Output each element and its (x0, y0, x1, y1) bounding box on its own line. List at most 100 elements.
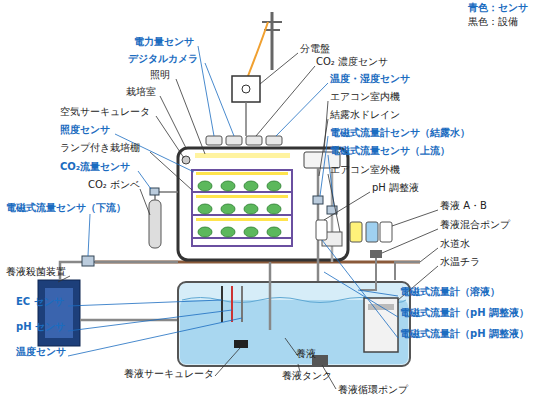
leader-line (392, 210, 438, 226)
plant (221, 181, 235, 191)
equipment-label: 水道水 (440, 238, 470, 250)
equipment-label: 空気サーキュレータ (60, 106, 150, 118)
equipment-label: ランプ付き栽培棚 (60, 142, 140, 154)
shelf-lamp (196, 195, 288, 198)
sensor-label: 電磁式流量計（pH 調整液） (400, 328, 529, 340)
leader-line (328, 174, 340, 232)
equipment-label: エアコン室内機 (330, 91, 400, 103)
temp-probe (241, 286, 243, 322)
sensor-label: EC センサ (16, 296, 64, 308)
leader-line (322, 240, 398, 338)
leader-line (198, 46, 214, 136)
equipment-label: 照明 (150, 69, 170, 81)
equipment-label: 養液 (296, 348, 316, 360)
sensor-unit (266, 136, 282, 145)
leader-line (260, 53, 298, 84)
plant (198, 227, 212, 237)
pole-crossbar (262, 21, 282, 23)
leader-line (320, 136, 328, 196)
circulator (234, 340, 248, 348)
chiller (364, 298, 398, 352)
leader-line (140, 189, 150, 215)
plant (244, 204, 258, 214)
nutrient-bottle (350, 222, 362, 242)
plant (244, 181, 258, 191)
leader-line (156, 116, 184, 158)
sensor-label: 電磁式流量計（溶液） (400, 286, 500, 298)
sensor-label: 電磁式流量計（pH 調整液） (400, 307, 529, 319)
nutrient-bottle (380, 222, 392, 242)
equipment-label: 養液 A・B (440, 200, 487, 212)
sensor-label: 温度センサ (16, 346, 66, 358)
plant (198, 181, 212, 191)
leader-line (276, 83, 328, 136)
plants (198, 181, 281, 237)
leader-line (176, 79, 205, 154)
leader-line (358, 290, 398, 296)
pipe (360, 258, 376, 290)
power-cable (245, 102, 247, 136)
equipment-label: 養液タンク (282, 370, 332, 382)
sensor-label: 温度・湿度センサ (330, 73, 410, 85)
co2-flow-sensor (150, 188, 159, 195)
plant (267, 227, 281, 237)
distribution-board (232, 76, 260, 102)
co2-cylinder (149, 200, 161, 248)
sensor-label: 電力量センサ (134, 36, 194, 48)
flow-sensor (82, 256, 94, 266)
shelf-lamp (196, 172, 288, 175)
shelf-board (192, 191, 292, 193)
sensor-unit (246, 136, 262, 145)
shelf-board (192, 237, 292, 239)
plant (267, 181, 281, 191)
equipment-label: 結露水ドレイン (330, 109, 400, 121)
equipment-label: エアコン室外機 (330, 164, 400, 176)
cultivation-room (178, 148, 348, 260)
sensor-label: 照度センサ (60, 124, 110, 136)
board-meter (242, 85, 250, 93)
leader-line (324, 101, 328, 152)
leader-line (68, 310, 232, 331)
pipe (269, 262, 272, 330)
equipment-label: 養液混合ポンプ (440, 219, 510, 231)
leader-line (68, 300, 222, 306)
equipment-label: 栽培室 (126, 86, 156, 98)
plant (244, 227, 258, 237)
leader-line (68, 318, 242, 356)
shelf-lamp (196, 218, 288, 221)
return-pipe (60, 262, 178, 280)
sensor-label: 電磁式流量センサ（上流） (330, 145, 450, 157)
shelf-board (192, 214, 292, 216)
equipment-label: CO₂ ボンベ (88, 179, 140, 191)
legend-text: 青色：センサ (468, 2, 528, 14)
sensor-unit (206, 136, 222, 145)
sensor-unit (226, 136, 242, 145)
sensor-label: 電磁式流量センサ（下流） (6, 202, 126, 214)
leader-line (150, 152, 192, 190)
equipment-label: 分電盤 (300, 43, 330, 55)
sensor-label: 電磁式流量計センサ（結露水） (330, 127, 470, 139)
sensor-label: pH センサ (16, 321, 65, 333)
legend-text: 黒色：設備 (468, 16, 518, 28)
equipment-label: pH 調整液 (372, 182, 419, 194)
power-wire (248, 22, 268, 76)
equipment-label: 養液殺菌装置 (6, 266, 66, 278)
tap-water-pipe (395, 262, 420, 280)
plant (221, 204, 235, 214)
nutrient-bottle (366, 222, 378, 242)
plant (267, 204, 281, 214)
shelf-frame (192, 170, 292, 246)
leader-line (324, 272, 398, 317)
leader-line (382, 229, 438, 253)
sensor-label: CO₂流量センサ (60, 161, 130, 173)
leader-line (420, 248, 438, 262)
sterilizer (38, 280, 80, 346)
equipment-label: CO₂ 濃度センサ (316, 56, 388, 68)
mixing-pump (370, 250, 382, 258)
leader-line (324, 192, 370, 220)
plant (198, 204, 212, 214)
leader-lines (58, 46, 438, 389)
ph-bottle (316, 220, 327, 240)
leader-line (205, 63, 234, 136)
